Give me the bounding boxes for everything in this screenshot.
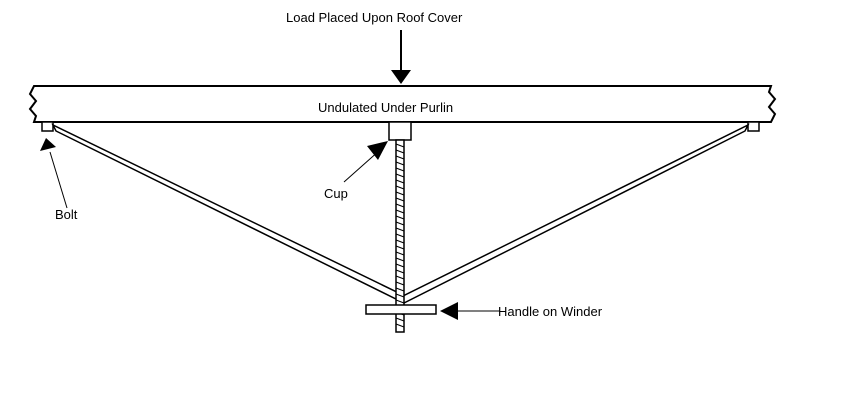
handle-leader xyxy=(440,302,500,320)
left-bolt xyxy=(41,121,54,132)
cup-label: Cup xyxy=(324,186,348,201)
purlin-label: Undulated Under Purlin xyxy=(318,100,453,115)
cup-leader xyxy=(343,141,388,183)
bolt-label: Bolt xyxy=(55,207,78,222)
threaded-rod xyxy=(395,139,405,333)
cup xyxy=(388,121,412,141)
handle-label: Handle on Winder xyxy=(498,304,603,319)
purlin-beam xyxy=(28,85,777,123)
bolt-leader xyxy=(40,138,68,209)
load-arrow xyxy=(391,30,411,84)
load-label: Load Placed Upon Roof Cover xyxy=(286,10,463,25)
left-strut xyxy=(51,123,409,305)
winder-handle xyxy=(365,304,437,315)
right-strut xyxy=(399,123,750,305)
